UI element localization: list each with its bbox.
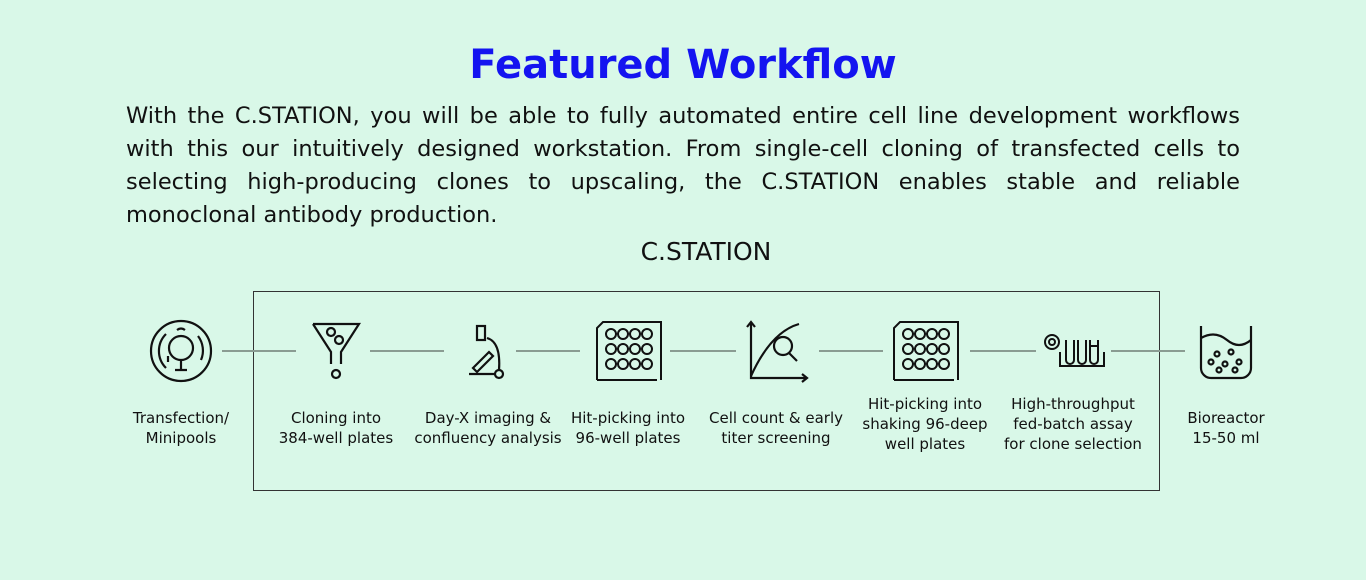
step-label: 15-50 ml xyxy=(1192,429,1260,447)
step-imaging: Day-X imaging & confluency analysis xyxy=(408,318,568,448)
step-label: shaking 96-deep xyxy=(862,415,988,433)
step-label: High-throughput xyxy=(1011,395,1135,413)
intro-paragraph: With the C.STATION, you will be able to … xyxy=(126,103,1240,228)
step-label: Minipools xyxy=(145,429,217,447)
step-label: Cell count & early xyxy=(709,409,843,427)
step-label: 384-well plates xyxy=(278,429,394,447)
station-box xyxy=(253,291,1160,491)
test-tubes-icon xyxy=(1044,334,1105,367)
step-label: for clone selection xyxy=(1004,435,1142,453)
step-bioreactor: Bioreactor 15-50 ml xyxy=(1146,318,1306,448)
connector-line xyxy=(970,350,1036,352)
step-label: confluency analysis xyxy=(414,429,562,447)
connector-line xyxy=(670,350,736,352)
deep-well-plate-icon xyxy=(893,321,959,381)
step-label: 96-well plates xyxy=(575,429,681,447)
petri-dish-icon xyxy=(149,319,213,383)
page-title: Featured Workflow xyxy=(469,42,897,88)
well-plate-icon xyxy=(596,321,662,381)
connector-line xyxy=(1111,350,1185,352)
connector-line xyxy=(222,350,296,352)
bioreactor-icon xyxy=(1199,326,1253,380)
step-cell-count: Cell count & early titer screening xyxy=(696,318,856,448)
step-cloning: Cloning into 384-well plates xyxy=(256,318,416,448)
step-hitpicking-deep: Hit-picking into shaking 96-deep well plat… xyxy=(845,311,1005,454)
step-label: fed-batch assay xyxy=(1013,415,1133,433)
step-label: Hit-picking into xyxy=(867,395,983,413)
growth-chart-magnifier-icon xyxy=(746,320,809,383)
funnel-cells-icon xyxy=(312,322,362,380)
station-label: C.STATION xyxy=(640,237,772,266)
step-label: well plates xyxy=(884,435,966,453)
step-label: titer screening xyxy=(721,429,831,447)
microscope-icon xyxy=(469,324,505,380)
step-transfection: Transfection/Minipools xyxy=(101,318,261,448)
connector-line xyxy=(819,350,883,352)
step-label: Hit-picking into xyxy=(570,409,686,427)
connector-line xyxy=(370,350,444,352)
step-hitpicking-96: Hit-picking into 96-well plates xyxy=(548,318,708,448)
step-label: Transfection/ xyxy=(132,409,230,427)
step-label: Bioreactor xyxy=(1187,409,1265,427)
step-fed-batch: High-throughput fed-batch assay for clone … xyxy=(993,311,1153,454)
step-label: Cloning into xyxy=(290,409,382,427)
step-label: Day-X imaging & xyxy=(424,409,552,427)
connector-line xyxy=(516,350,580,352)
